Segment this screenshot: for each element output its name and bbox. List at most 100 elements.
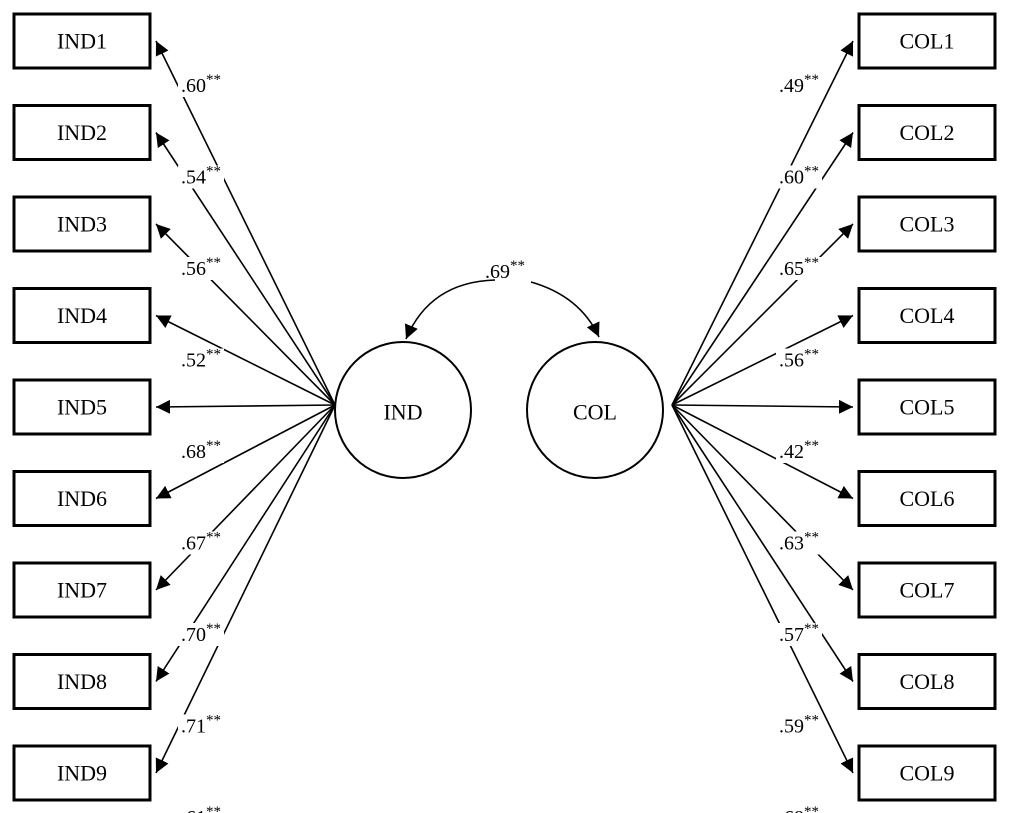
- coefficient-value: .42: [779, 441, 804, 463]
- significance-marker: **: [206, 255, 221, 271]
- indicator-box: [857, 653, 997, 710]
- coefficient-value: .59: [779, 716, 804, 738]
- indicator-box: [12, 744, 152, 802]
- indicator-label: IND6: [57, 486, 107, 511]
- latent-label: IND: [383, 400, 422, 425]
- loading-label-ind5: .68**: [178, 438, 224, 463]
- loading-label-col1: .49**: [776, 72, 822, 97]
- coefficient-value: .61: [181, 807, 206, 813]
- coefficient-value: .60: [181, 75, 206, 97]
- correlation-value: .69: [485, 261, 510, 283]
- coefficient-text: .68**: [779, 804, 819, 813]
- coefficient-text: .67**: [181, 530, 221, 555]
- significance-marker: **: [804, 347, 819, 363]
- loading-label-ind3: .56**: [178, 255, 224, 280]
- significance-marker: **: [206, 72, 221, 88]
- indicator-label: COL7: [900, 578, 955, 603]
- coefficient-label-background: [776, 74, 822, 97]
- loading-label-col6: .63**: [776, 530, 822, 555]
- coefficient-text: .56**: [779, 347, 819, 372]
- coefficient-text: .61**: [181, 804, 221, 813]
- significance-marker: **: [804, 530, 819, 546]
- significance-marker: **: [804, 804, 819, 813]
- coefficient-value: .65: [779, 258, 804, 280]
- indicator-col2: COL2: [857, 104, 997, 161]
- indicator-box: [857, 12, 997, 70]
- loading-label-col9: .68**: [776, 804, 822, 813]
- indicator-box: [12, 287, 152, 344]
- coefficient-label-background: [178, 623, 224, 646]
- coefficient-text: .70**: [181, 621, 221, 646]
- loading-arrow-col8: [671, 404, 854, 682]
- coefficient-value: .71: [181, 716, 206, 738]
- significance-marker: **: [206, 347, 221, 363]
- significance-marker: **: [510, 258, 525, 274]
- loading-arrow-ind3: [155, 223, 336, 406]
- coefficient-text: .60**: [181, 72, 221, 97]
- coefficient-label-background: [776, 257, 822, 280]
- indicator-label: COL6: [900, 486, 955, 511]
- coefficient-value: .57: [779, 624, 804, 646]
- indicator-col8: COL8: [857, 653, 997, 710]
- coefficient-label-background: [776, 806, 822, 813]
- indicator-col5: COL5: [857, 378, 997, 436]
- coefficient-value: .68: [779, 807, 804, 813]
- paths-layer: [155, 40, 854, 774]
- loading-arrow-ind9: [155, 404, 336, 774]
- indicator-label: IND5: [57, 395, 107, 420]
- labels-layer: .60**.54**.56**.52**.68**.67**.70**.71**…: [178, 72, 822, 813]
- indicator-ind5: IND5: [12, 378, 152, 436]
- coefficient-text: .71**: [181, 713, 221, 738]
- loading-arrow-ind6: [155, 404, 336, 500]
- loading-arrow-ind4: [155, 314, 336, 406]
- correlation-text: .69**: [485, 258, 525, 283]
- coefficient-value: .68: [181, 441, 206, 463]
- coefficient-text: .56**: [181, 255, 221, 280]
- indicator-box: [857, 104, 997, 161]
- indicator-label: IND4: [57, 303, 107, 328]
- indicator-label: COL2: [900, 120, 955, 145]
- indicator-label: IND8: [57, 669, 107, 694]
- coefficient-label-background: [776, 623, 822, 646]
- latent-factor-ind: IND: [334, 341, 472, 479]
- coefficient-text: .57**: [779, 621, 819, 646]
- coefficient-value: .52: [181, 350, 206, 372]
- coefficient-text: .68**: [181, 438, 221, 463]
- indicator-box: [12, 378, 152, 436]
- loading-arrow-col5: [671, 399, 854, 414]
- coefficient-label-background: [178, 165, 224, 189]
- indicator-ind3: IND3: [12, 195, 152, 253]
- significance-marker: **: [206, 164, 221, 180]
- coefficient-label-background: [776, 348, 822, 372]
- coefficient-value: .60: [779, 167, 804, 189]
- significance-marker: **: [206, 621, 221, 637]
- loading-arrow-col7: [671, 404, 854, 591]
- loading-label-col2: .60**: [776, 164, 822, 189]
- correlation-label: .69**: [485, 258, 525, 283]
- significance-marker: **: [206, 530, 221, 546]
- loading-label-col3: .65**: [776, 255, 822, 280]
- indicator-box: [12, 470, 152, 527]
- indicator-col4: COL4: [857, 287, 997, 344]
- coefficient-label-background: [178, 531, 224, 555]
- coefficient-text: .49**: [779, 72, 819, 97]
- coefficient-label-background: [178, 74, 224, 97]
- coefficient-value: .54: [181, 167, 206, 189]
- indicator-label: COL4: [900, 303, 955, 328]
- coefficient-label-background: [178, 440, 224, 463]
- loading-label-ind7: .70**: [178, 621, 224, 646]
- loading-arrow-col4: [671, 314, 854, 406]
- latent-circle: [334, 341, 472, 479]
- coefficient-label-background: [776, 531, 822, 555]
- indicator-box: [12, 104, 152, 161]
- indicator-label: IND1: [57, 29, 107, 54]
- indicator-box: [12, 12, 152, 70]
- indicator-box: [12, 561, 152, 619]
- loading-label-ind6: .67**: [178, 530, 224, 555]
- coefficient-text: .65**: [779, 255, 819, 280]
- nodes-layer: IND1IND2IND3IND4IND5IND6IND7IND8IND9COL1…: [12, 12, 997, 802]
- latent-label: COL: [573, 400, 617, 425]
- coefficient-value: .56: [181, 258, 206, 280]
- significance-marker: **: [804, 255, 819, 271]
